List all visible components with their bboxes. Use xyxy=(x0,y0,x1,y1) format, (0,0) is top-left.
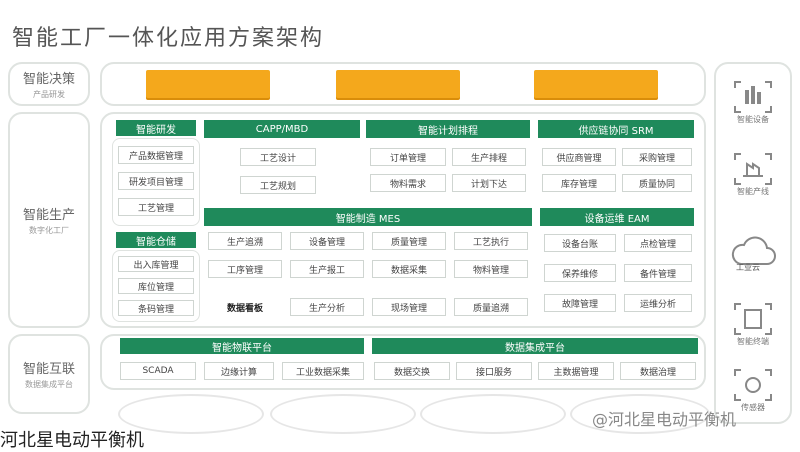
side-item-terminal: 智能终端 xyxy=(722,302,784,360)
device-ellipse-3 xyxy=(420,394,566,434)
watermark: @河北星电动平衡机 xyxy=(592,410,737,429)
group-header-capp: CAPP/MBD xyxy=(204,120,360,138)
cell-mes-8: 物料管理 xyxy=(454,260,528,278)
layer-label-connect-main: 智能互联 xyxy=(22,362,75,377)
cell-srm-3: 库存管理 xyxy=(542,174,616,192)
production-line-icon xyxy=(734,153,772,185)
cell-mes-7: 数据采集 xyxy=(372,260,446,278)
side-label-terminal: 智能终端 xyxy=(737,337,769,346)
cell-mes-9: 数据看板 xyxy=(208,298,282,316)
side-label-cloud: 工业云 xyxy=(736,263,760,272)
device-ellipse-4 xyxy=(570,394,710,434)
side-label-line: 智能产线 xyxy=(737,187,769,196)
cell-eam-2: 点检管理 xyxy=(624,234,692,252)
group-header-plan: 智能计划排程 xyxy=(366,120,530,138)
cell-plan-2: 生产排程 xyxy=(452,148,526,166)
group-header-warehouse: 智能仓储 xyxy=(116,232,196,248)
cell-eam-3: 保养维修 xyxy=(544,264,616,282)
terminal-icon xyxy=(734,303,772,335)
layer-label-connect: 智能互联 数据集成平台 xyxy=(8,334,90,414)
cell-iot-2: 边缘计算 xyxy=(204,362,274,380)
group-header-rd: 智能研发 xyxy=(116,120,196,136)
decision-bar-2 xyxy=(336,70,460,98)
side-item-cloud: 工业云 xyxy=(722,230,784,282)
cell-mes-12: 质量追溯 xyxy=(454,298,528,316)
cell-srm-2: 采购管理 xyxy=(622,148,692,166)
group-header-srm: 供应链协同 SRM xyxy=(538,120,694,138)
cloud-icon xyxy=(731,236,776,265)
cell-rd-2: 研发项目管理 xyxy=(118,172,194,190)
cell-eam-4: 备件管理 xyxy=(624,264,692,282)
cell-rd-1: 产品数据管理 xyxy=(118,146,194,164)
cell-eam-5: 故障管理 xyxy=(544,294,616,312)
cell-plan-3: 物料需求 xyxy=(370,174,446,192)
cell-warehouse-1: 出入库管理 xyxy=(118,256,194,272)
cell-eam-6: 运维分析 xyxy=(624,294,692,312)
device-ellipse-1 xyxy=(118,394,264,434)
side-item-device: 智能设备 xyxy=(722,80,784,138)
cell-warehouse-2: 库位管理 xyxy=(118,278,194,294)
layer-label-production-sub: 数字化工厂 xyxy=(29,226,69,235)
cell-mes-5: 工序管理 xyxy=(208,260,282,278)
cell-mes-1: 生产追溯 xyxy=(208,232,282,250)
side-label-device: 智能设备 xyxy=(737,115,769,124)
group-header-integration: 数据集成平台 xyxy=(372,338,698,354)
side-item-line: 智能产线 xyxy=(722,152,784,210)
group-header-iot: 智能物联平台 xyxy=(120,338,364,354)
device-icon xyxy=(734,81,772,113)
layer-label-production-main: 智能生产 xyxy=(22,208,75,223)
decision-bar-3 xyxy=(534,70,658,98)
cell-mes-10: 生产分析 xyxy=(290,298,364,316)
cell-capp-1: 工艺设计 xyxy=(240,148,316,166)
cell-mes-11: 现场管理 xyxy=(372,298,446,316)
cell-plan-1: 订单管理 xyxy=(370,148,446,166)
cell-plan-4: 计划下达 xyxy=(452,174,526,192)
sensor-icon xyxy=(734,369,772,401)
cell-int-4: 数据治理 xyxy=(620,362,696,380)
cell-eam-1: 设备台账 xyxy=(544,234,616,252)
decision-bar-1 xyxy=(146,70,270,98)
layer-label-connect-sub: 数据集成平台 xyxy=(25,380,73,389)
cell-mes-3: 质量管理 xyxy=(372,232,446,250)
cell-iot-1: SCADA xyxy=(120,362,196,380)
cell-int-2: 接口服务 xyxy=(456,362,532,380)
side-label-sensor: 传感器 xyxy=(741,403,765,412)
cell-rd-3: 工艺管理 xyxy=(118,198,194,216)
group-rd xyxy=(112,138,200,226)
layer-label-decision: 智能决策 产品研发 xyxy=(8,62,90,106)
cell-mes-4: 工艺执行 xyxy=(454,232,528,250)
footer-caption: 河北星电动平衡机 xyxy=(0,430,144,451)
layer-label-decision-sub: 产品研发 xyxy=(33,90,65,99)
cell-mes-6: 生产报工 xyxy=(290,260,364,278)
layer-label-production: 智能生产 数字化工厂 xyxy=(8,112,90,328)
cell-srm-4: 质量协同 xyxy=(622,174,692,192)
cell-srm-1: 供应商管理 xyxy=(542,148,616,166)
cell-warehouse-3: 条码管理 xyxy=(118,300,194,316)
side-item-sensor: 传感器 xyxy=(722,368,784,420)
cell-int-1: 数据交换 xyxy=(374,362,450,380)
group-header-eam: 设备运维 EAM xyxy=(540,208,694,226)
cell-int-3: 主数据管理 xyxy=(538,362,614,380)
page-title: 智能工厂一体化应用方案架构 xyxy=(12,26,325,51)
group-warehouse xyxy=(112,250,200,322)
group-header-mes: 智能制造 MES xyxy=(204,208,532,226)
cell-iot-3: 工业数据采集 xyxy=(282,362,364,380)
device-ellipse-2 xyxy=(270,394,416,434)
cell-mes-2: 设备管理 xyxy=(290,232,364,250)
cell-capp-2: 工艺规划 xyxy=(240,176,316,194)
layer-label-decision-main: 智能决策 xyxy=(22,72,75,87)
